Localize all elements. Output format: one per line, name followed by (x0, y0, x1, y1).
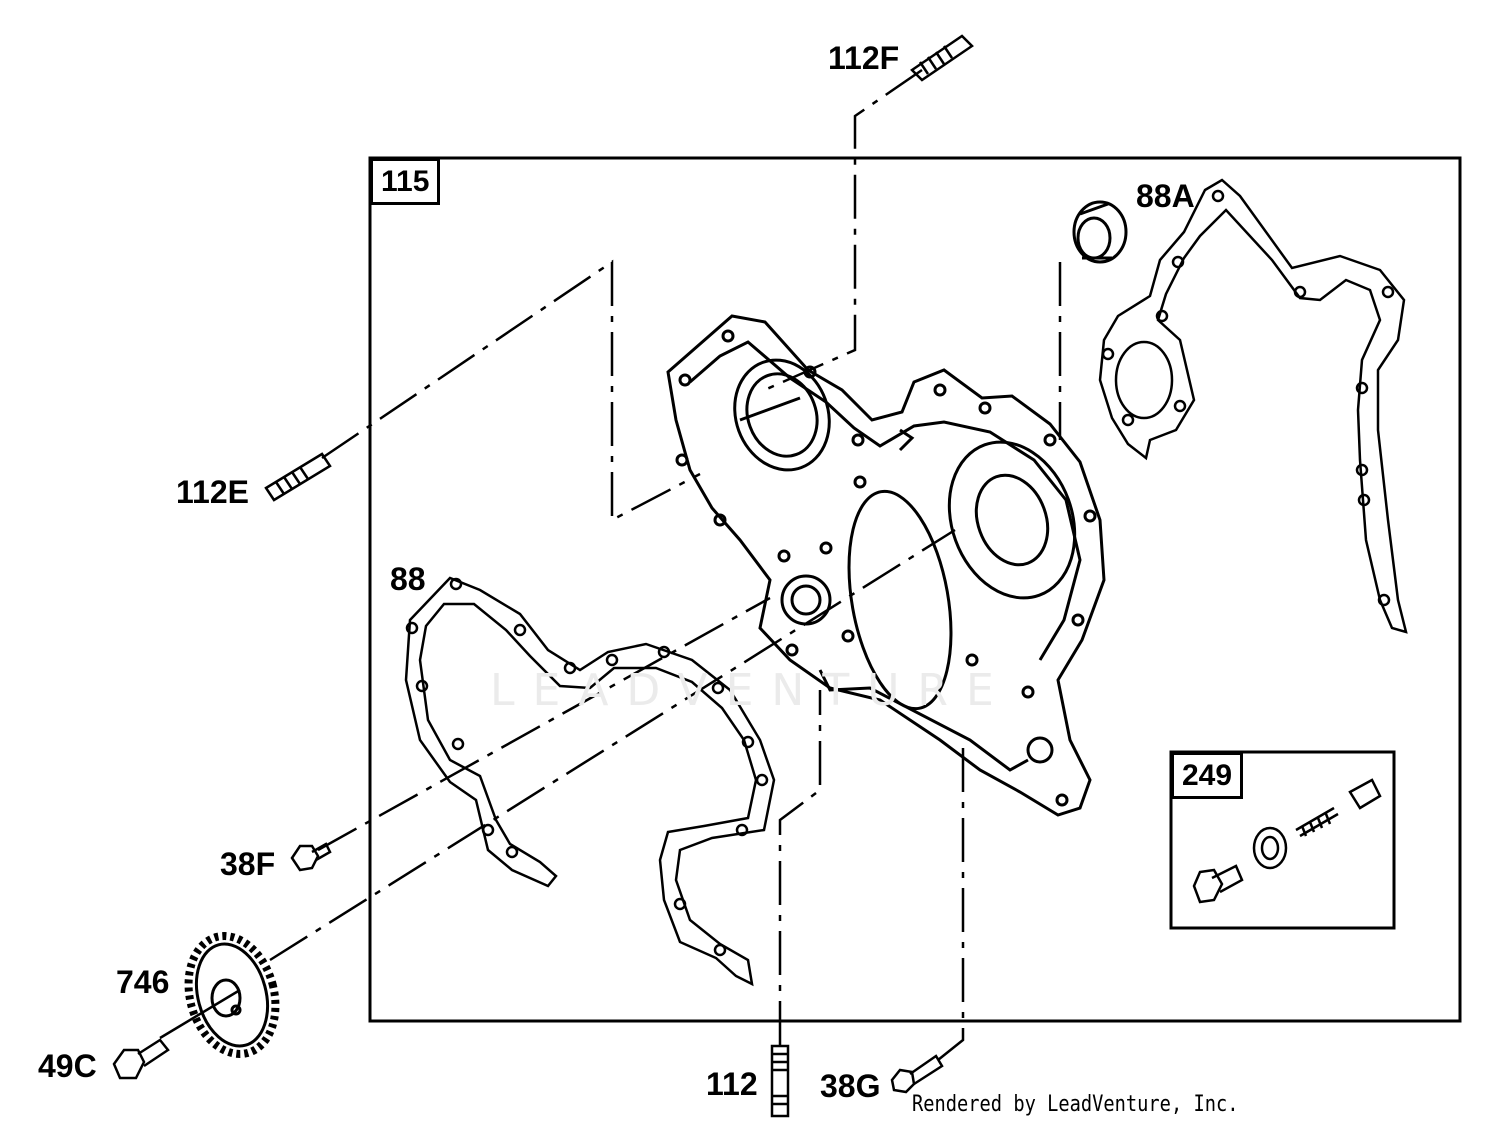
bolt-38G (890, 1054, 944, 1094)
timing-cover (666, 314, 1106, 817)
bearing-bore-right (947, 440, 1077, 600)
callout-88A[interactable]: 88A (1136, 178, 1195, 214)
stud-112F (910, 34, 974, 82)
callout-49C[interactable]: 49C (38, 1048, 97, 1084)
leader-lines (159, 68, 1062, 1061)
callout-38F[interactable]: 38F (220, 846, 276, 882)
bolt-38F (290, 842, 332, 872)
cam-gear-746 (184, 932, 280, 1058)
gasket-88A (1098, 178, 1408, 634)
relief-valve-kit-249 (1192, 778, 1382, 904)
stud-112E (264, 452, 332, 502)
callout-112[interactable]: 112 (706, 1066, 758, 1102)
callout-112F[interactable]: 112F (828, 40, 900, 76)
watermark: LEADVENTURE (490, 665, 1012, 716)
credit-text: Rendered by LeadVenture, Inc. (912, 1092, 1239, 1117)
bearing-bore-left (733, 358, 831, 472)
callout-112E[interactable]: 112E (176, 474, 249, 510)
callout-38G[interactable]: 38G (820, 1068, 881, 1104)
subassembly-frame-249 (1169, 750, 1396, 930)
assembly-label-115: 115 (370, 158, 441, 205)
oil-seal-88A (1072, 200, 1128, 264)
bolt-49C (112, 1038, 170, 1080)
subassembly-label-249: 249 (1171, 752, 1244, 799)
stud-112 (770, 1044, 790, 1118)
callout-746[interactable]: 746 (116, 964, 170, 1000)
gasket-88 (404, 576, 776, 987)
callout-88[interactable]: 88 (390, 561, 426, 597)
assembly-frame-115 (368, 156, 1462, 1023)
